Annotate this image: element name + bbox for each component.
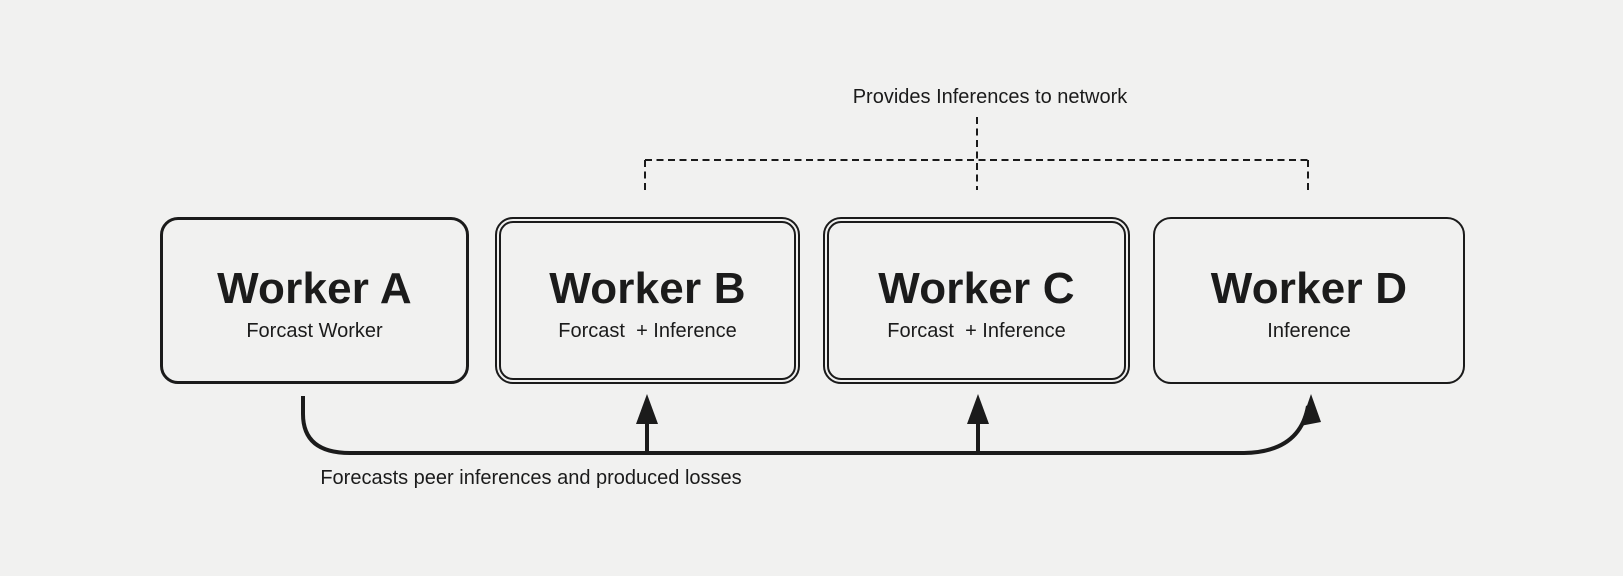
worker-title: Worker D <box>1210 264 1408 314</box>
worker-subtitle: Forcast + Inference <box>887 319 1066 342</box>
provides-inferences-label: Provides Inferences to network <box>852 86 1128 108</box>
forecast-loss-arrow-path <box>301 396 1310 455</box>
worker-title: Worker B <box>549 264 746 314</box>
arrowheads <box>636 394 1321 426</box>
worker-subtitle: Inference <box>1267 319 1351 342</box>
forecasts-peer-inferences-label: Forecasts peer inferences and produced l… <box>320 467 742 489</box>
arrowhead-up-icon <box>636 394 658 424</box>
worker-title: Worker C <box>878 264 1075 314</box>
arrow-main-curve <box>301 396 1310 455</box>
arrowhead-up-icon <box>1300 394 1321 426</box>
worker-subtitle: Forcast Worker <box>246 319 383 342</box>
inference-network-dashed-connector <box>644 117 1309 190</box>
arrowhead-up-icon <box>967 394 989 424</box>
worker-box-d: Worker D Inference <box>1153 217 1465 384</box>
worker-box-c: Worker C Forcast + Inference <box>823 217 1130 384</box>
worker-title: Worker A <box>217 264 412 314</box>
worker-subtitle: Forcast + Inference <box>558 319 737 342</box>
worker-box-b: Worker B Forcast + Inference <box>495 217 800 384</box>
worker-box-a: Worker A Forcast Worker <box>160 217 469 384</box>
